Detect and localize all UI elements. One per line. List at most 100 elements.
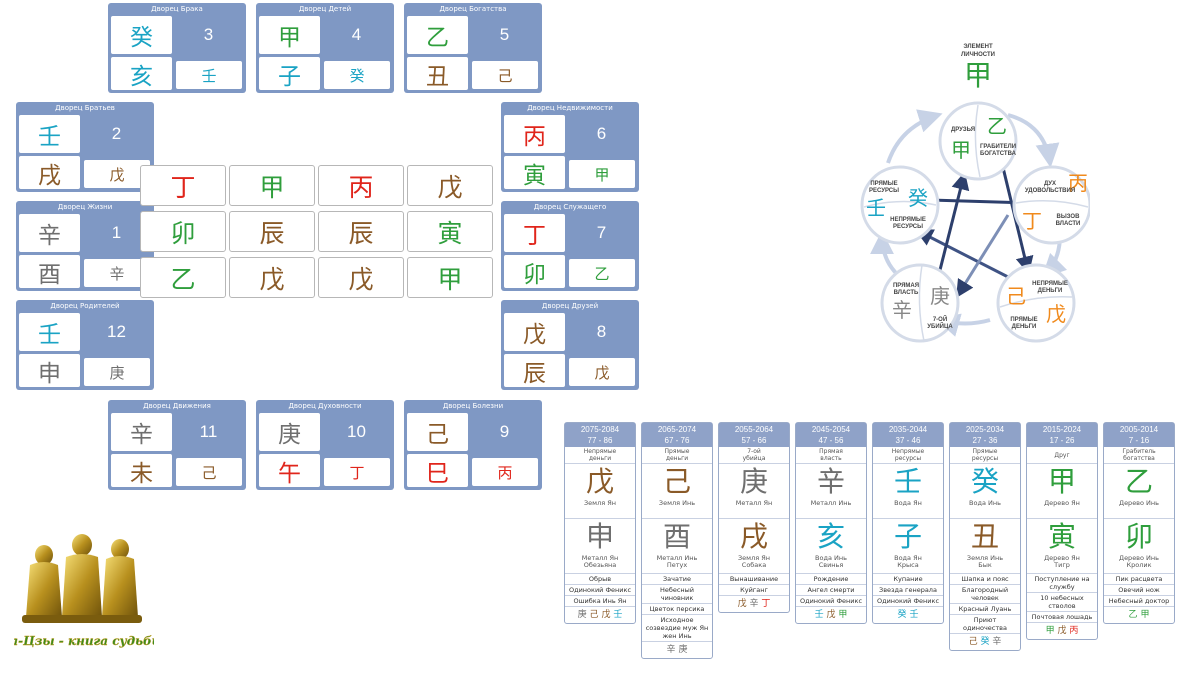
luck-star: Шапка и пояс (950, 574, 1020, 585)
palace-children: Дворец Детей 甲 4 子 癸 (256, 3, 394, 93)
luck-branch: 寅 Дерево Ян Тигр (1027, 519, 1097, 574)
svg-text:庚: 庚 (930, 284, 950, 308)
svg-text:丙: 丙 (1068, 171, 1088, 195)
luck-branch: 戌 Земля Ян Собака (719, 519, 789, 574)
palace-stem: 辛 (19, 214, 80, 252)
pillar-cell: 戊 (318, 257, 404, 298)
luck-stem: 庚 Металл Ян (719, 464, 789, 519)
luck-star: Одинокий Феникс (873, 596, 943, 607)
luck-hidden-stem: 丙 (1069, 626, 1079, 636)
luck-star: Небесный чиновник (642, 585, 712, 604)
palace-hidden-stem: 戊 (569, 358, 635, 386)
palace-hidden-stem: 乙 (569, 259, 635, 287)
svg-text:7-ОЙ: 7-ОЙ (933, 315, 947, 323)
palace-marriage: Дворец Брака 癸 3 亥 壬 (108, 3, 246, 93)
palace-stem: 乙 (407, 16, 468, 54)
wheel-node-right: 丙 ДУХ УДОВОЛЬСТВИЯ 丁 ВЫЗОВ ВЛАСТИ (1012, 165, 1092, 245)
palace-branch: 巳 (407, 454, 468, 487)
pillar-cell: 丙 (318, 165, 404, 206)
palace-hidden-stem: 庚 (84, 358, 150, 386)
palace-number: 4 (351, 25, 362, 44)
luck-hidden-stem: 癸 (897, 610, 907, 620)
luck-stem: 壬 Вода Ян (873, 464, 943, 519)
control-arrow-5 (956, 214, 1010, 299)
luck-hidden-stem: 庚 (577, 610, 587, 620)
palace-branch: 卯 (504, 255, 565, 288)
luck-hidden-stem: 辛 (992, 637, 1002, 647)
pillar-cell: 戊 (229, 257, 315, 298)
palace-hidden-stem: 甲 (569, 160, 635, 188)
svg-text:НЕПРЯМЫЕ: НЕПРЯМЫЕ (1032, 281, 1068, 287)
luck-star: Благородный человек (950, 585, 1020, 604)
luck-star: Поступление на службу (1027, 574, 1097, 593)
palace-servants: Дворец Служащего 丁 7 卯 乙 (501, 201, 639, 291)
palace-branch: 未 (111, 454, 172, 487)
palace-number: 3 (203, 25, 214, 44)
luck-star: Небесный доктор (1104, 596, 1174, 607)
luck-star: Пик расцвета (1104, 574, 1174, 585)
palace-number: 6 (596, 124, 607, 143)
pillar-cell: 戊 (407, 165, 493, 206)
wheel-node-bottom-right: НЕПРЯМЫЕ ДЕНЬГИ 己 戊 ПРЯМЫЕ ДЕНЬГИ (996, 263, 1076, 343)
palace-branch: 午 (259, 454, 320, 487)
luck-star: Купание (873, 574, 943, 585)
palace-parents: Дворец Родителей 壬 12 申 庚 (16, 300, 154, 390)
svg-text:戊: 戊 (1046, 302, 1066, 326)
luck-star: Одинокий Феникс (565, 585, 635, 596)
palace-title: Дворец Детей (298, 5, 352, 13)
pillar-cell: 甲 (229, 165, 315, 206)
palace-title: Дворец Духовности (288, 402, 362, 410)
luck-hidden-stem: 戊 (1057, 626, 1067, 636)
luck-star: Одинокий Феникс (796, 596, 866, 607)
svg-text:ПРЯМЫЕ: ПРЯМЫЕ (870, 181, 897, 187)
control-arrow-3 (938, 171, 970, 271)
palace-title: Дворец Болезни (442, 402, 504, 410)
luck-hidden-stems: 甲 戊 丙 (1027, 623, 1097, 639)
palace-number: 5 (499, 25, 510, 44)
luck-hidden-stem: 甲 (1045, 626, 1055, 636)
luck-star: Ангел смерти (796, 585, 866, 596)
control-arrow-2 (914, 229, 1013, 281)
palace-stem: 壬 (19, 115, 80, 153)
pillar-cell: 丁 (140, 165, 226, 206)
luck-star: Ошибка Инь Ян (565, 596, 635, 607)
palace-stem: 丙 (504, 115, 565, 153)
luck-hidden-stem: 庚 (678, 645, 688, 655)
svg-text:УДОВОЛЬСТВИЯ: УДОВОЛЬСТВИЯ (1025, 188, 1075, 194)
control-arrow-4 (929, 193, 1032, 212)
svg-text:УБИЙЦА: УБИЙЦА (927, 322, 953, 330)
luck-hidden-stems: 己 癸 辛 (950, 634, 1020, 650)
luck-star: 10 небесных стволов (1027, 593, 1097, 612)
luck-star: Приют одиночества (950, 615, 1020, 634)
palace-life: Дворец Жизни 辛 1 酉 辛 (16, 201, 154, 291)
palace-title: Дворец Движения (143, 402, 211, 410)
palace-siblings: Дворец Братьев 壬 2 戌 戊 (16, 102, 154, 192)
luck-hidden-stems: 戊 辛 丁 (719, 596, 789, 612)
svg-text:ГРАБИТЕЛИ: ГРАБИТЕЛИ (980, 144, 1016, 150)
logo-text: Ба-Цзы - книга судьбы (14, 634, 154, 648)
svg-text:壬: 壬 (866, 196, 886, 220)
luck-star: Куйганг (719, 585, 789, 596)
palace-number: 10 (347, 422, 366, 441)
luck-hidden-stems: 庚 己 戊 壬 (565, 607, 635, 623)
palace-stem: 己 (407, 413, 468, 451)
luck-stem: 戊 Земля Ян (565, 464, 635, 519)
palace-title: Дворец Жизни (57, 203, 113, 211)
palace-number: 9 (499, 422, 510, 441)
palace-stem: 丁 (504, 214, 565, 252)
element-label-1: ЭЛЕМЕНТ (963, 44, 993, 50)
palace-stem: 癸 (111, 16, 172, 54)
luck-hidden-stem: 壬 (909, 610, 919, 620)
luck-star: Красный Луань (950, 604, 1020, 615)
palace-title: Дворец Служащего (533, 203, 607, 211)
palace-hidden-stem: 癸 (324, 61, 390, 89)
luck-branch: 丑 Земля Инь Бык (950, 519, 1020, 574)
palace-number: 11 (199, 422, 218, 441)
